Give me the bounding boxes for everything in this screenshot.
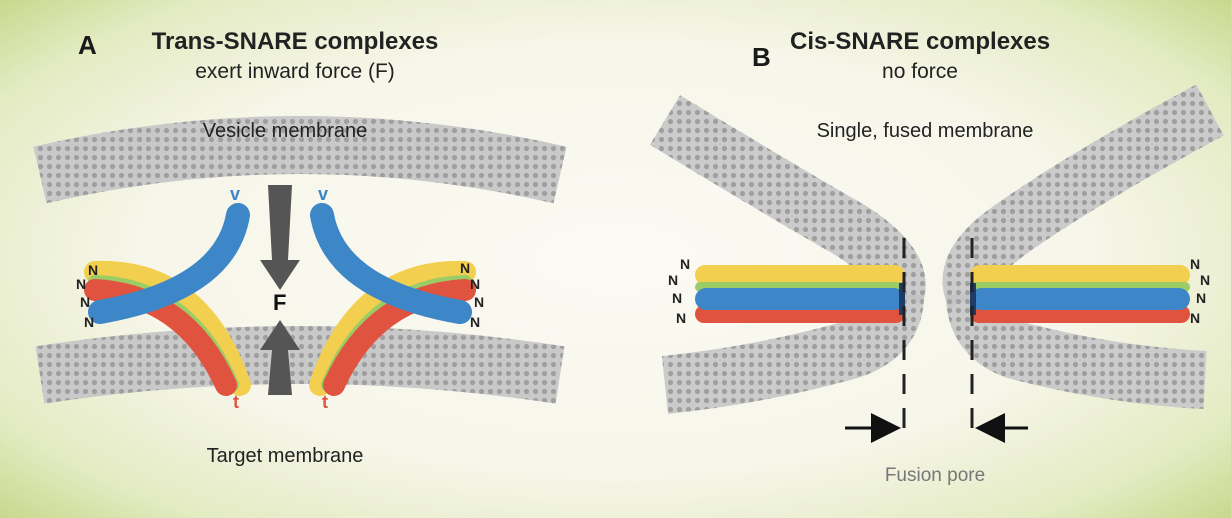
n-terminus-label: N [1190,310,1201,326]
panel-a-title: Trans-SNARE complexes [151,28,439,55]
n-terminus-label: N [76,276,87,292]
cis-snare-right [970,265,1190,323]
t-snare-label-left: t [233,392,239,412]
target-membrane-label: Target membrane [206,445,364,467]
t-snare-label-right: t [322,392,328,412]
n-terminus-label: N [460,260,471,276]
n-terminus-label: N [672,290,683,306]
panel-b-subtitle: no force [882,60,958,83]
trans-snare-left [84,203,251,396]
n-terminus-label: N [80,294,91,310]
force-label: F [273,290,287,315]
n-terminus-label: N [470,276,481,292]
target-membrane-edge [35,326,565,404]
n-terminus-label: N [474,294,485,310]
n-terminus-label: N [1190,256,1201,272]
n-terminus-label: N [680,256,691,272]
panel-b-letter: B [752,42,771,72]
v-snare-label-right: v [318,184,329,204]
fused-membrane-label: Single, fused membrane [816,120,1034,142]
vesicle-membrane-label: Vesicle membrane [202,120,368,142]
n-terminus-label: N [668,272,679,288]
fused-membrane-shade [649,84,1224,414]
panel-a-subtitle: exert inward force (F) [195,60,395,83]
n-terminus-label: N [470,314,481,330]
force-arrow-up [260,320,300,395]
n-terminus-label: N [88,262,99,278]
vesicle-membrane [33,116,567,204]
v-snare-label-left: v [230,184,241,204]
panel-b-title: Cis-SNARE complexes [790,28,1051,55]
n-terminus-label: N [1196,290,1207,306]
force-arrow-down [260,185,300,290]
n-terminus-label: N [676,310,687,326]
target-membrane [35,326,565,404]
cis-snare-left [695,265,905,323]
trans-snare-right [309,203,476,396]
panel-a-letter: A [78,30,97,60]
n-terminus-label: N [84,314,95,330]
fusion-pore-label: Fusion pore [884,465,986,486]
vesicle-membrane-edge [33,116,567,204]
n-terminus-label: N [1200,272,1211,288]
